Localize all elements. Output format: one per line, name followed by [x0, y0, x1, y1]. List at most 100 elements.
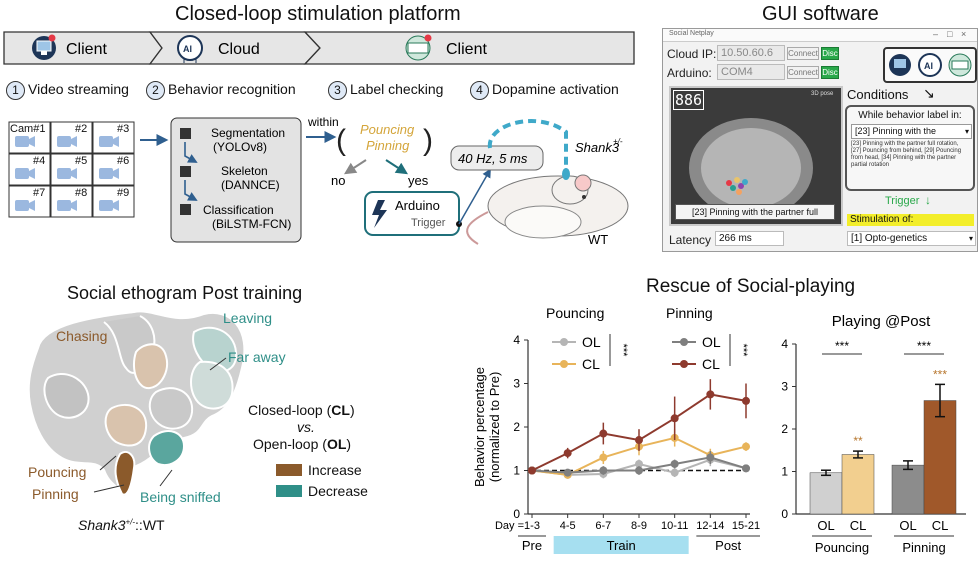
cloud-ip-label: Cloud IP: [667, 47, 717, 61]
arduino-disconnect-button[interactable]: Disc [821, 66, 839, 79]
close-icon[interactable]: × [961, 29, 967, 39]
pose-keypoints [726, 177, 748, 195]
model-sub: (BiLSTM-FCN) [212, 217, 291, 231]
arduino-label: Arduino: [667, 66, 712, 80]
x-tick-label: 8-9 [631, 520, 647, 532]
yes-label: yes [408, 173, 429, 188]
label-pouncing: Pouncing [28, 464, 87, 480]
x-tick-label: 4-5 [560, 520, 576, 532]
step-number: 2 [146, 81, 165, 100]
conditions-panel: While behavior label in: [23] Pinning wi… [845, 105, 975, 191]
bar [891, 464, 925, 515]
bracket-close: ) [423, 124, 433, 157]
bar [809, 472, 843, 515]
step-number: 1 [6, 81, 25, 100]
x-tick-label: CL [932, 518, 949, 533]
bar-chart-title: Playing @Post [832, 313, 931, 330]
genotype-suffix: ::WT [135, 517, 165, 533]
client-module-icon[interactable] [889, 54, 911, 76]
legend-swatch-decrease [276, 485, 302, 497]
data-point [706, 453, 715, 462]
cloud-connect-button[interactable]: Connect [787, 47, 819, 60]
arrow-down-icon: ↓ [925, 193, 931, 207]
x-tick-label: 10-11 [661, 520, 688, 532]
cloud-module-icon[interactable]: AI [918, 53, 942, 77]
arrow-yes [385, 159, 409, 175]
shank3-label: Shank3 [575, 140, 620, 155]
step-label: Video streaming [28, 81, 129, 97]
data-point [635, 459, 643, 468]
arduino-connect-button[interactable]: Connect [787, 66, 819, 79]
y-tick-label: 2 [513, 420, 520, 434]
group-label: Pinning [902, 540, 945, 555]
model-sub: (YOLOv8) [213, 140, 267, 154]
cloud-disconnect-button[interactable]: Disc [821, 47, 839, 60]
stimulation-selected: [1] Opto-genetics [851, 233, 928, 244]
behavior-label-dropdown[interactable]: [23] Pinning with the ▾ [851, 124, 972, 139]
y-tick-label: 4 [781, 337, 788, 351]
region-pouncing [104, 403, 148, 447]
cam-label: #7 [33, 187, 45, 199]
cage-module-icon[interactable] [948, 53, 972, 77]
bar [841, 454, 875, 515]
ol-text: Open-loop ( [253, 436, 327, 452]
chevron-down-icon[interactable]: ▾ [964, 127, 969, 136]
chip-icons [180, 128, 191, 215]
data-point [742, 396, 750, 405]
video-camera-icons [15, 136, 119, 211]
arduino-port-field[interactable] [717, 64, 785, 80]
cam-label: #8 [75, 187, 87, 199]
bracket-open: ( [336, 124, 346, 157]
legend-marker [680, 360, 688, 368]
behavior-label-list: [23] Pinning with the partner full rotat… [851, 141, 962, 168]
behavior-label-selected: [23] Pinning with the [855, 126, 937, 136]
bar-significance: ** [853, 434, 863, 448]
y-axis-label-line: Behavior percentage [472, 367, 487, 487]
banner-label-client: Client [66, 41, 107, 58]
video-feed[interactable]: 886 3D pose [23] Pinning with the partne… [669, 86, 843, 226]
stim-param-label: 40 Hz, 5 ms [458, 151, 528, 166]
legend-marker [560, 360, 568, 368]
bar [923, 400, 957, 515]
shank3-sup: +/- [613, 137, 623, 146]
cam-label: #3 [117, 123, 129, 135]
label-pinning: Pinning [366, 138, 410, 153]
ethogram-title: Social ethogram Post training [67, 283, 303, 303]
region-leaving [192, 326, 238, 373]
cloud-ip-field[interactable] [717, 45, 785, 61]
x-tick-label: OL [899, 518, 916, 533]
cam-label: #4 [33, 155, 45, 167]
x-tick-label: 15-21 [732, 520, 760, 532]
cl-abbr: CL [331, 402, 350, 418]
y-axis-label: Behavior percentage(normalized to Pre) [472, 367, 502, 487]
y-tick-label: 0 [781, 507, 788, 521]
pose-tag: 3D pose [811, 91, 834, 97]
cam-label: #6 [117, 155, 129, 167]
ol-abbr: OL [326, 436, 347, 452]
label-pouncing: Pouncing [360, 122, 415, 137]
gui-titlebar: Social Netplay – □ × [663, 29, 977, 42]
label-leaving: Leaving [223, 310, 273, 326]
phase-label: Post [715, 538, 741, 553]
chevron-down-icon[interactable]: ▾ [968, 234, 973, 243]
phase-band [553, 536, 689, 554]
data-point [563, 468, 572, 477]
arrow-down-right-icon: ↘ [923, 85, 935, 101]
conditions-label: Conditions [847, 87, 909, 102]
cam-label: #5 [75, 155, 87, 167]
legend-swatch-increase [276, 464, 302, 476]
frame-counter: 886 [673, 90, 705, 110]
y-tick-label: 0 [513, 507, 520, 521]
legend-decrease: Decrease [308, 483, 368, 499]
legend-group-title: Pinning [666, 305, 713, 321]
data-point [670, 468, 679, 477]
minimize-icon[interactable]: – [933, 29, 939, 39]
maximize-icon[interactable]: □ [947, 29, 953, 39]
optic-fiber [487, 119, 568, 170]
stimulation-dropdown[interactable]: [1] Opto-genetics ▾ [847, 231, 976, 246]
gui-window-title: Social Netplay [669, 30, 714, 37]
y-tick-label: 3 [781, 380, 788, 394]
legend-label: CL [582, 356, 600, 372]
